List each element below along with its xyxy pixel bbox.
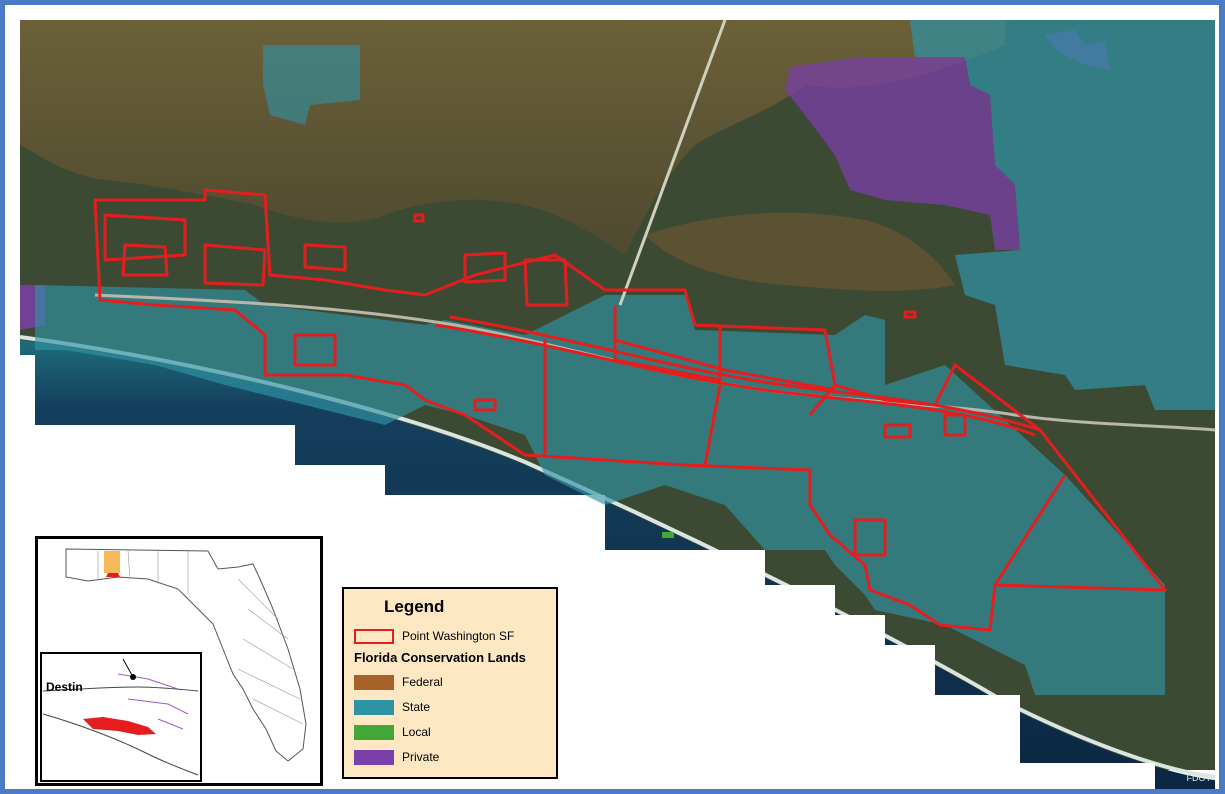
legend-row-federal: Federal — [354, 671, 548, 693]
inset-city-label: Destin — [46, 680, 83, 694]
zoom-inset-coast — [42, 713, 199, 776]
local-land — [662, 532, 674, 538]
zoom-inset-purple — [117, 673, 189, 730]
zoom-inset-forest — [83, 717, 156, 735]
legend-row-private: Private — [354, 746, 548, 768]
legend-label-private: Private — [402, 750, 440, 764]
legend-title: Legend — [384, 597, 445, 616]
legend-swatch-forest — [354, 628, 394, 644]
legend-row-local: Local — [354, 721, 548, 743]
zoom-inset-leader — [122, 658, 134, 678]
legend-label-federal: Federal — [402, 675, 443, 689]
legend-swatch-federal — [354, 674, 394, 690]
point-washington-sf[interactable] — [93, 188, 1167, 632]
walton-county-highlight — [104, 551, 120, 573]
bridge — [618, 19, 727, 306]
zoom-inset-box — [40, 652, 202, 782]
legend-row-state: State — [354, 696, 548, 718]
legend-label-local: Local — [402, 725, 431, 739]
county-lines — [97, 550, 304, 725]
state-land-main — [35, 285, 1165, 695]
bay-inner — [645, 212, 955, 291]
legend-label-forest: Point Washington SF — [402, 629, 515, 643]
legend-swatch-private — [354, 749, 394, 765]
legend-swatch-local — [354, 724, 394, 740]
forest-locator — [106, 573, 120, 577]
map-frame: Destin Legend Point Washington SF Florid… — [5, 5, 1219, 789]
private-land — [785, 57, 1020, 250]
state-land-east — [910, 20, 1215, 410]
legend-swatch-state — [354, 699, 394, 715]
florida-locator-map: Destin — [40, 548, 307, 782]
zoom-inset-bay — [42, 686, 199, 692]
legend-section-title: Florida Conservation Lands — [354, 650, 526, 665]
legend-label-state: State — [402, 700, 431, 714]
locator-inset: Destin — [35, 536, 323, 786]
florida-outline — [65, 548, 307, 762]
legend-row-forest: Point Washington SF — [354, 625, 548, 647]
state-land-bay-island — [263, 45, 360, 125]
map-legend: Legend Point Washington SF Florida Conse… — [342, 587, 558, 779]
imagery-credit: FDOT — [1186, 773, 1212, 783]
